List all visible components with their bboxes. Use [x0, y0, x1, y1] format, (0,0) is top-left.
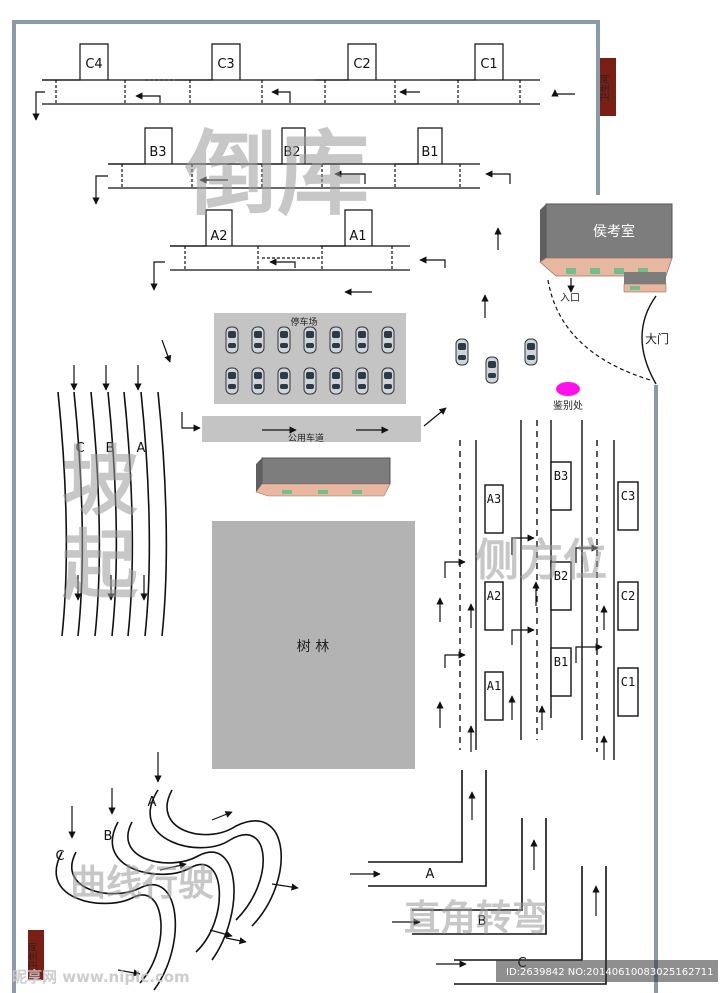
service-building: [255, 457, 391, 497]
right-angle-lane-label-a: A: [426, 867, 435, 882]
reverse-parking-arrows: [32, 88, 575, 318]
restroom-sign-bottom: 卫生间: [27, 930, 44, 980]
public-road: 公用车道: [181, 407, 447, 444]
gate-arc: [641, 295, 657, 385]
slot-label-c4: C4: [85, 57, 102, 72]
side-parking-arrows: [436, 534, 608, 760]
curve-driving-title: 曲线行驶: [70, 863, 214, 904]
side-parking-zone: [459, 420, 639, 760]
slot-label-c2: C2: [353, 57, 370, 72]
side-slot-a1-letter: A1: [487, 679, 501, 693]
svg-text:卫生间: 卫生间: [599, 74, 611, 101]
side-slot-c1-letter: C1: [621, 675, 635, 689]
watermark-id-bar: [496, 960, 718, 982]
side-slot-a2-letter: A2: [487, 589, 501, 603]
restroom-sign-top: 卫生间: [599, 58, 616, 116]
car-icon: [485, 356, 499, 384]
watermark-brand: 昵享网 www.nipic.com: [12, 968, 190, 986]
right-angle-turn-arrows: [350, 791, 600, 968]
svg-text:卫生间: 卫生间: [27, 942, 39, 969]
side-slot-a3-letter: A3: [487, 492, 501, 506]
woods-label: 树 林: [297, 639, 329, 655]
slope-start-title-1: 坡: [62, 437, 138, 526]
guard-house: [623, 272, 667, 293]
slot-label-a1: A1: [349, 229, 366, 244]
arrow: [161, 339, 172, 363]
checkpoint-marker: [556, 382, 580, 396]
slot-label-a2: A2: [210, 229, 227, 244]
slope-start-zone: [57, 391, 168, 637]
car-icon: [455, 338, 469, 366]
main-gate-label: 大门: [645, 331, 669, 346]
reverse-parking-zone: [42, 43, 540, 271]
side-parking-title: 侧方位: [475, 535, 607, 586]
waiting-room-building: 侯考室: [539, 203, 673, 277]
side-slot-c2-letter: C2: [621, 589, 635, 603]
slot-label-b1: B1: [421, 145, 438, 160]
woods-area: [212, 521, 415, 769]
slot-label-c1: C1: [480, 57, 497, 72]
slope-lane-label-a: A: [137, 441, 146, 456]
parking-lot: 停车场: [214, 313, 406, 404]
curve-lane-label-a: A: [148, 795, 157, 810]
side-slot-b1-letter: B1: [554, 655, 568, 669]
slope-start-arrows: [70, 365, 148, 601]
checkpoint-label: 鉴别处: [553, 399, 583, 412]
parking-lot-label: 停车场: [290, 316, 317, 328]
curve-lane-label-c: C: [55, 849, 64, 864]
curve-driving-zone: [55, 789, 282, 991]
curve-lane-label-b: B: [104, 829, 113, 844]
right-angle-lane-label-b: B: [478, 914, 487, 929]
right-angle-turn-title: 直角转弯: [404, 897, 548, 939]
side-slot-b3-letter: B3: [554, 469, 568, 483]
watermark-id-text: ID:2639842 NO:20140610083025162711: [506, 967, 714, 978]
slope-lane-label-c: C: [75, 441, 84, 456]
right-angle-turn-zone: [368, 770, 607, 985]
gate-swing: [547, 279, 651, 381]
slot-label-b3: B3: [149, 145, 166, 160]
slope-lane-label-b: B: [106, 441, 115, 456]
side-parking-labels: A3 A2 A1 B3 B2 B1 C3 C2 C1: [487, 469, 635, 693]
site-boundary: [12, 20, 658, 993]
slot-label-c3: C3: [217, 57, 234, 72]
curve-driving-arrows: [68, 752, 299, 977]
reverse-parking-title: 倒库: [184, 121, 369, 228]
car-icon: [524, 338, 538, 366]
side-slot-b2-letter: B2: [554, 569, 568, 583]
entrance-label: 入口: [560, 293, 580, 304]
waiting-room-label: 侯考室: [593, 223, 635, 240]
side-slot-c3-letter: C3: [621, 489, 635, 503]
slot-label-b2: B2: [283, 145, 300, 160]
slope-start-title-2: 起: [62, 521, 139, 610]
public-road-label: 公用车道: [288, 432, 324, 444]
